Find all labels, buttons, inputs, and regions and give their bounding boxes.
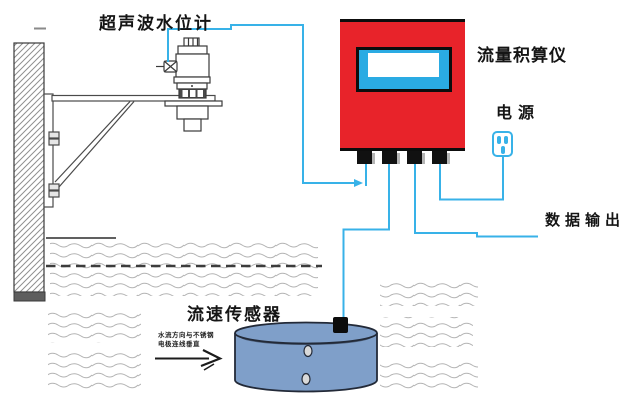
wire-arrowhead	[354, 179, 363, 187]
wave-patch	[48, 310, 141, 343]
plug-prong	[504, 136, 508, 144]
bracket-bolt	[48, 138, 60, 146]
wire-level-sensor	[167, 24, 360, 184]
sensor-horn	[183, 118, 202, 132]
wall	[13, 27, 46, 302]
mounting-bracket	[43, 93, 216, 208]
electrode-lower	[301, 372, 311, 386]
bracket-arm	[51, 94, 216, 102]
water-waves	[48, 242, 478, 392]
label-velocity-sensor: 流速传感器	[187, 305, 282, 325]
plug-prong	[500, 145, 505, 154]
bracket-bolt	[48, 190, 60, 198]
bracket-bolt	[48, 183, 60, 191]
wave-patch	[50, 242, 318, 296]
sensor-rim	[173, 76, 211, 84]
flow-direction-arrow	[155, 349, 223, 371]
sensor-mount-plate	[164, 100, 223, 107]
wire-power	[439, 156, 504, 201]
wave-patch	[380, 279, 478, 306]
wall-base	[13, 291, 46, 302]
label-power-supply: 电源	[496, 103, 541, 122]
wave-patch	[48, 352, 141, 390]
bracket-brace	[54, 101, 131, 183]
sensor-top-cap	[177, 45, 208, 55]
signal-wires	[167, 24, 538, 320]
terminal-connector-4	[432, 151, 447, 164]
ultrasonic-sensor	[156, 37, 223, 132]
terminal-connector-3	[407, 151, 422, 164]
bracket-bolt	[48, 131, 60, 139]
terminal-connector-1	[357, 151, 372, 164]
sensor-transducer	[176, 105, 209, 120]
terminal-connector-2	[382, 151, 397, 164]
bracket-plate	[43, 93, 54, 208]
flow-note-line2: 电极连线垂直	[158, 340, 200, 348]
plug-prong	[497, 136, 501, 144]
wire-data-output	[414, 163, 538, 238]
power-plug-icon	[492, 131, 513, 157]
label-flow-totalizer: 流量积算仪	[477, 46, 567, 66]
wire-velocity-sensor	[342, 163, 390, 320]
velocity-sensor-cylinder	[234, 317, 378, 393]
sensor-rib-cap	[183, 37, 200, 47]
totalizer-screen	[368, 53, 439, 77]
label-ultrasonic-level-meter: 超声波水位计	[99, 14, 213, 34]
flow-note-line1: 水流方向与不锈钢	[158, 331, 214, 339]
wave-patch	[380, 359, 478, 392]
bracket-brace	[58, 101, 135, 188]
flow-direction-note: 水流方向与不锈钢 电极连线垂直	[158, 331, 214, 349]
cylinder-cable-cap	[333, 317, 348, 333]
electrode-upper	[303, 344, 313, 358]
sensor-body	[175, 53, 210, 78]
label-data-output: 数据输出	[545, 211, 626, 229]
wave-patch	[380, 317, 473, 347]
